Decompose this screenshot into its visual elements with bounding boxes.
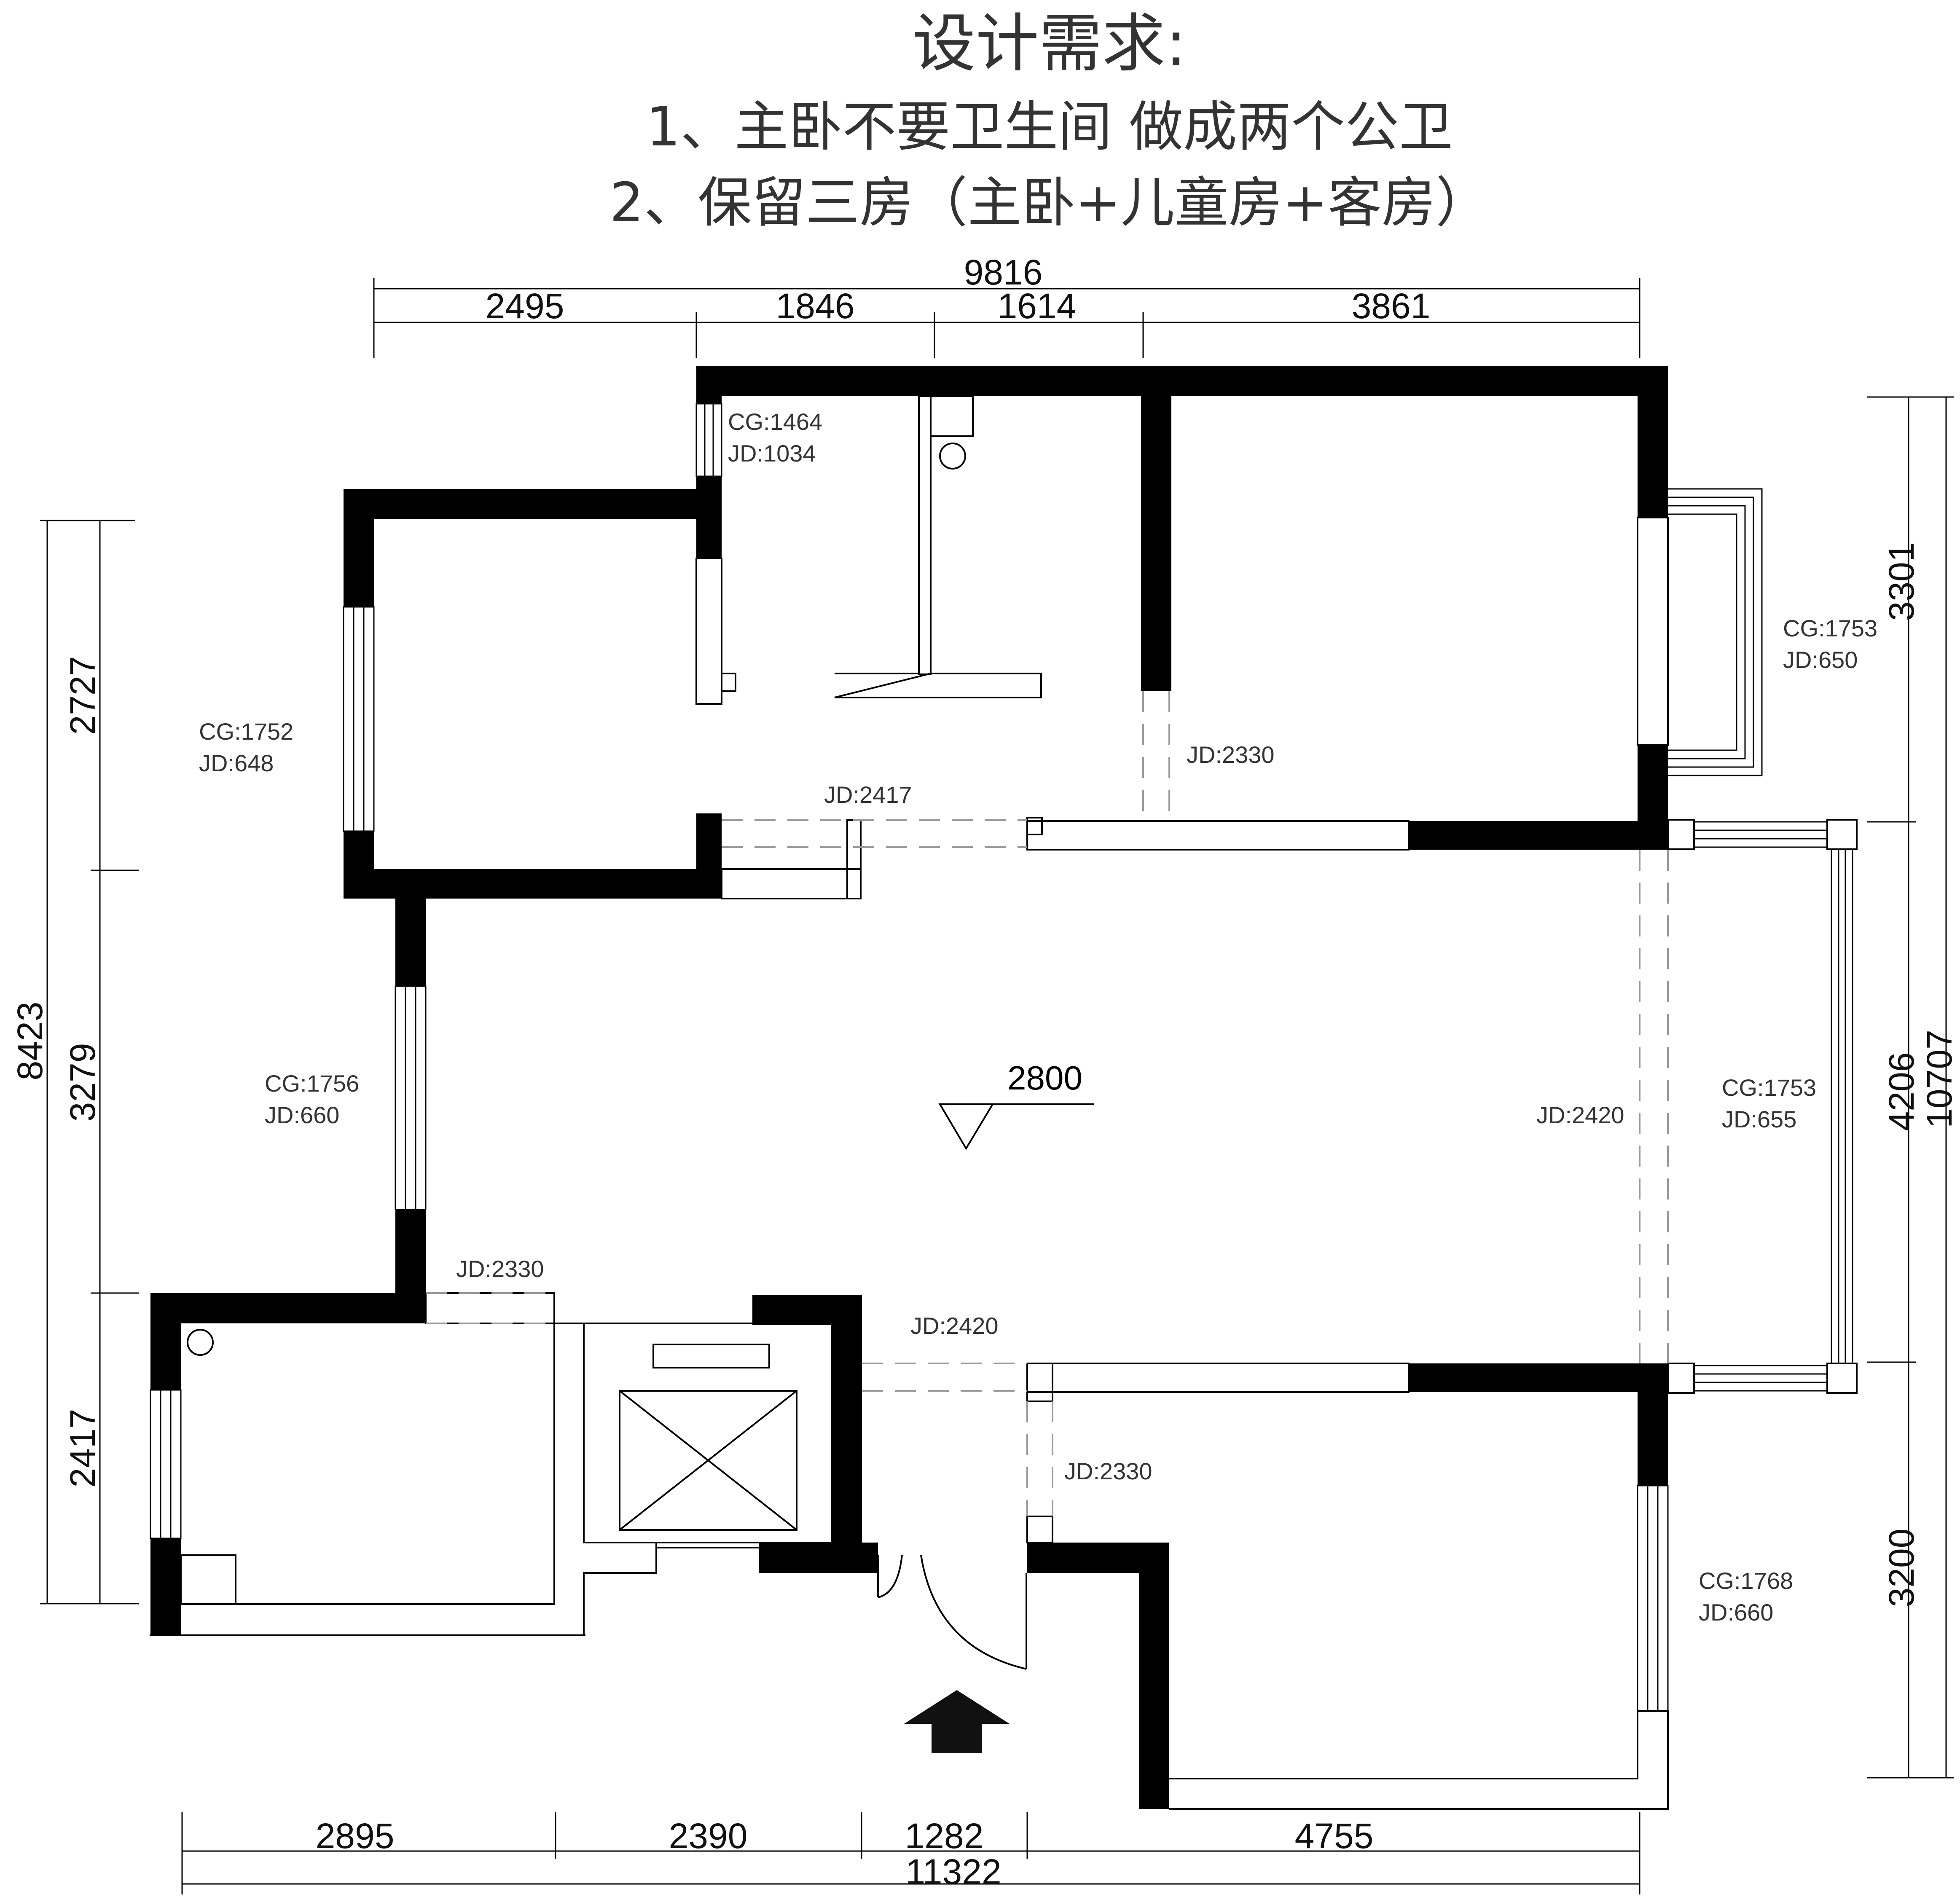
dim-right-seg-3: 3200 [1882,1529,1921,1607]
win-balcony-jd: JD:655 [1722,1106,1796,1132]
opening-annotations: CG:1464 JD:1034 CG:1752 JD:648 CG:1753 J… [199,408,1877,1626]
win-right-bedroom-jd: JD:650 [1783,647,1858,673]
dim-bottom-seg-4: 4755 [1295,1816,1374,1856]
dim-left-seg-1: 2727 [63,656,102,735]
dim-bottom-seg-1: 2895 [316,1816,395,1856]
dim-top-seg-4: 3861 [1352,286,1431,326]
door-kitchen-jd: JD:2330 [456,1256,544,1282]
ceiling-level-mark: 2800 [938,1059,1094,1150]
door-lower-hall-jd: JD:2420 [910,1312,999,1339]
dim-right-seg-1: 3301 [1882,542,1921,621]
win-left-bedroom-jd: JD:648 [199,750,274,776]
dim-top-seg-3: 1614 [998,286,1077,326]
top-dimension-chain: 9816 2495 1846 1614 3861 [373,252,1640,358]
ceiling-height-label: 2800 [1007,1059,1082,1097]
door-top-bedroom-jd: JD:2330 [1187,741,1275,768]
dim-left-seg-3: 2417 [63,1409,102,1488]
thin-walls [150,395,1858,1810]
entrance-door [877,1555,1027,1670]
win-balcony-cg: CG:1753 [1722,1074,1816,1101]
win-lower-bedroom-jd: JD:660 [1699,1599,1773,1626]
dim-top-seg-2: 1846 [776,286,855,326]
requirement-line-2: 2、保留三房（主卧+儿童房+客房） [609,172,1490,234]
door-upper-hall-jd: JD:2417 [824,781,912,808]
windows [150,403,1853,1712]
requirement-line-1: 1、主卧不要卫生间 做成两个公卫 [646,96,1453,158]
dim-top-seg-1: 2495 [486,286,564,326]
dim-bottom-seg-3: 1282 [905,1816,984,1856]
bottom-dimension-chain: 2895 2390 1282 4755 11322 [181,1812,1640,1894]
win-upper-bath-jd: JD:1034 [728,440,816,467]
dim-left-total: 8423 [10,1002,50,1081]
win-upper-bath-cg: CG:1464 [728,408,822,435]
structural-walls [150,366,1668,1809]
door-lower-bedroom-jd: JD:2330 [1064,1458,1152,1484]
dim-right-total: 10707 [1920,1030,1959,1128]
win-lower-bedroom-cg: CG:1768 [1699,1567,1793,1594]
dim-bottom-total: 11322 [905,1852,1001,1892]
door-openings [426,691,1669,1516]
dim-bottom-seg-2: 2390 [669,1816,748,1856]
entrance-arrow-icon [904,1690,1010,1753]
dim-left-seg-2: 3279 [63,1043,102,1122]
right-dimension-chain: 3301 4206 3200 10707 [1867,396,1959,1779]
win-living-left-cg: CG:1756 [265,1070,359,1097]
win-living-left-jd: JD:660 [265,1102,339,1128]
door-balcony-jd: JD:2420 [1536,1102,1624,1128]
dim-top-total: 9816 [964,252,1043,292]
dim-right-seg-2: 4206 [1882,1052,1921,1131]
win-right-bedroom-cg: CG:1753 [1783,615,1877,641]
win-left-bedroom-cg: CG:1752 [199,718,293,745]
requirements-title: 设计需求: [913,7,1187,80]
left-dimension-chain: 8423 2727 3279 2417 [10,520,139,1605]
